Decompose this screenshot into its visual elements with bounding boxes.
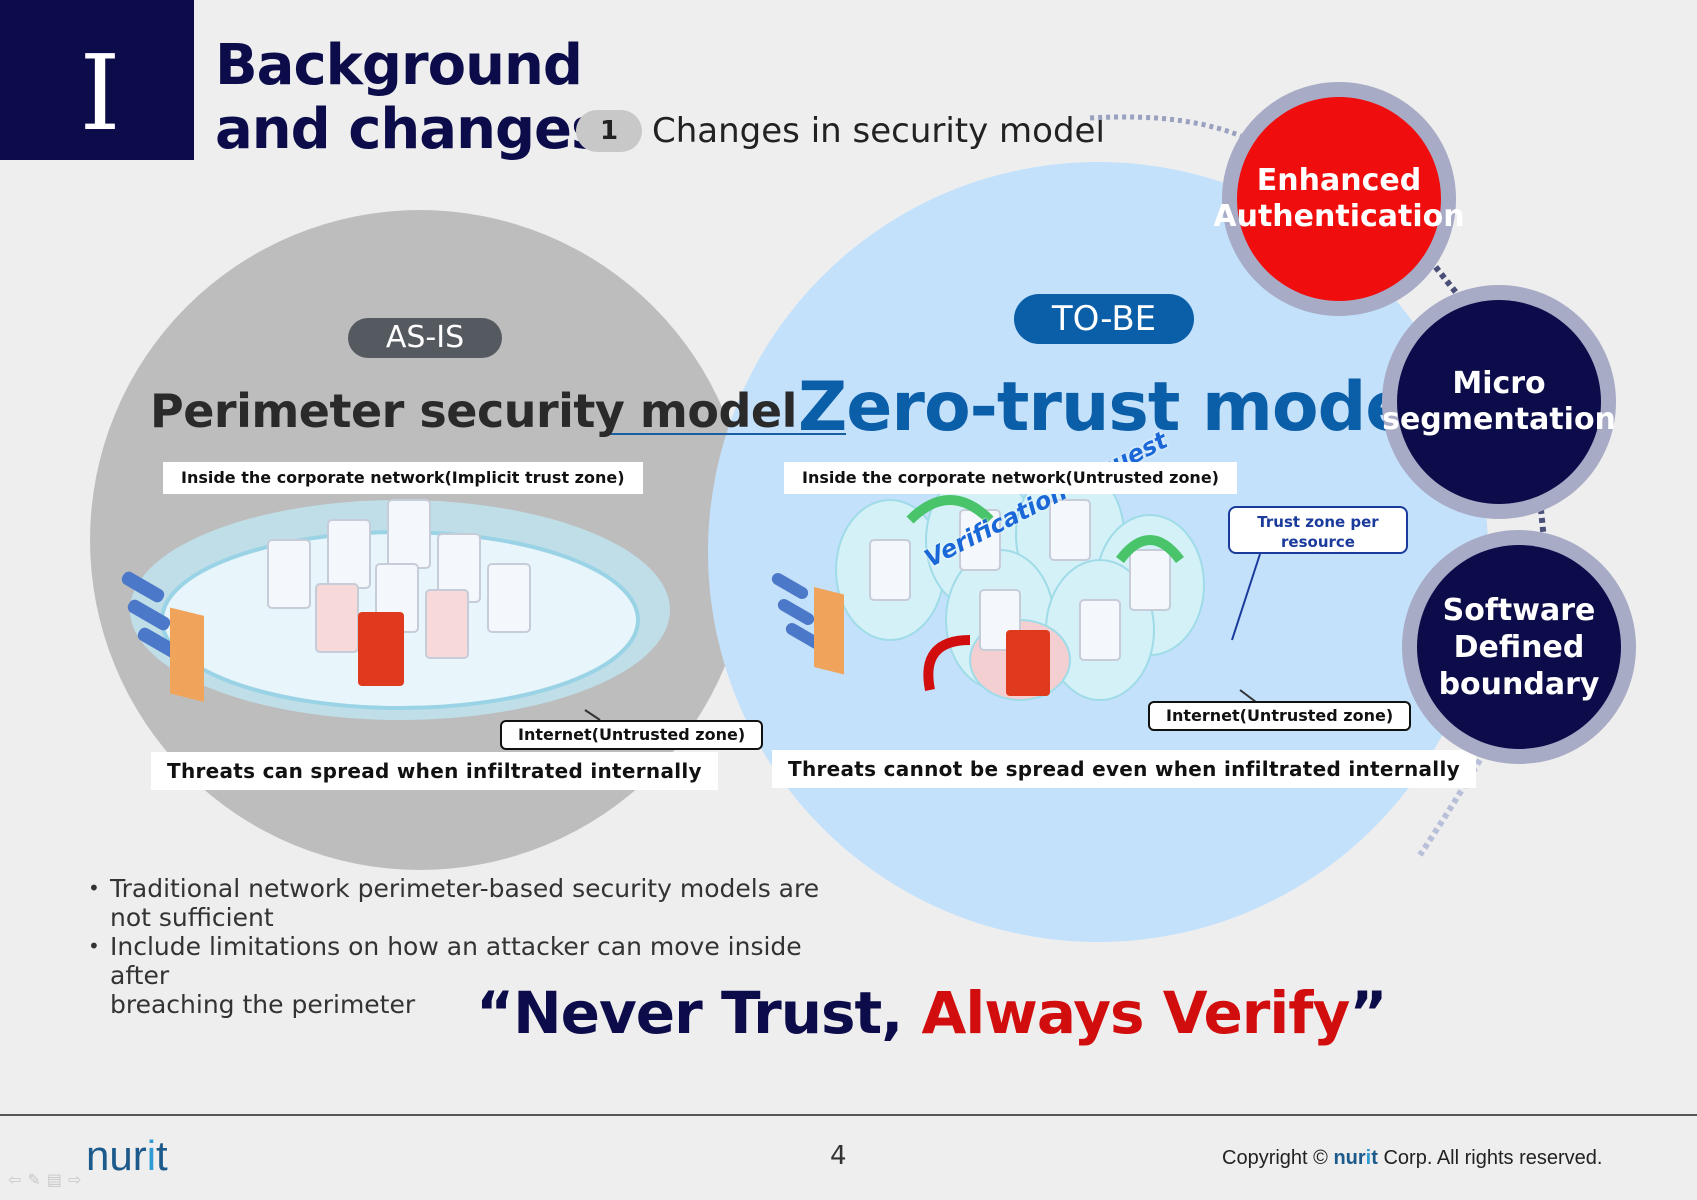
to-be-internet-label: Internet(Untrusted zone)	[1148, 701, 1412, 731]
software-defined-boundary-circle: Software Defined boundary	[1417, 545, 1621, 749]
slogan-part-1: Never Trust,	[513, 979, 922, 1047]
logo-part-3: t	[156, 1132, 168, 1179]
as-is-inside-label: Inside the corporate network(Implicit tr…	[163, 462, 643, 494]
bullet-2-line-2: breaching the perimeter	[110, 990, 416, 1019]
page-title: Background and changes	[215, 33, 604, 162]
pillar-3-line-2: Defined	[1453, 629, 1585, 665]
footer-divider	[0, 1114, 1697, 1116]
to-be-inside-label: Inside the corporate network(Untrusted z…	[784, 462, 1237, 494]
previous-slide-icon[interactable]: ⇦	[8, 1170, 28, 1189]
pen-icon[interactable]: ✎	[27, 1170, 47, 1189]
page-number: 4	[830, 1141, 847, 1171]
to-be-internet-pointer	[1239, 689, 1257, 703]
copyright-brand: nurit	[1333, 1147, 1377, 1169]
section-title: Changes in security model	[652, 111, 1105, 151]
micro-segmentation-circle: Micro segmentation	[1382, 300, 1616, 504]
to-be-tag: TO-BE	[1014, 294, 1194, 344]
dotted-arc-top	[1089, 114, 1252, 143]
to-be-heading: Zero-trust model	[798, 368, 1434, 447]
copyright-prefix: Copyright ©	[1222, 1147, 1328, 1169]
nurit-logo: nurit	[86, 1130, 168, 1182]
title-line-1: Background	[215, 33, 583, 98]
pillar-2-line-1: Micro	[1452, 366, 1546, 401]
enhanced-authentication-circle: Enhanced Authentication	[1213, 97, 1465, 301]
copyright-notice: Copyright © nurit Corp. All rights reser…	[1222, 1146, 1602, 1170]
as-is-tag: AS-IS	[348, 318, 502, 358]
logo-part-1: nur	[86, 1132, 147, 1179]
bullet-item: Include limitations on how an attacker c…	[88, 932, 828, 1019]
to-be-caption: Threats cannot be spread even when infil…	[772, 750, 1476, 788]
slogan: “Never Trust, Always Verify”	[476, 978, 1387, 1048]
bullet-1-line-1: Traditional network perimeter-based secu…	[110, 874, 820, 903]
bullet-1-line-2: not sufficient	[110, 903, 274, 932]
chapter-numeral: I	[79, 32, 121, 154]
pillar-3-line-3: boundary	[1438, 666, 1600, 702]
copyright-brand-part-2: i	[1365, 1147, 1372, 1169]
as-is-heading: Perimeter security model	[150, 384, 797, 438]
bullet-item: Traditional network perimeter-based secu…	[88, 874, 828, 932]
slogan-close-quote: ”	[1349, 979, 1387, 1047]
bullet-list: Traditional network perimeter-based secu…	[88, 874, 828, 1019]
logo-part-2: i	[146, 1132, 157, 1179]
as-is-caption: Threats can spread when infiltrated inte…	[151, 752, 718, 790]
section-number-badge: 1	[576, 110, 642, 152]
dotted-link-2	[1537, 499, 1547, 541]
title-line-2: and changes	[215, 97, 604, 162]
to-be-network-illustration	[771, 480, 1205, 701]
slogan-open-quote: “	[476, 979, 514, 1047]
next-slide-icon[interactable]: ⇨	[67, 1170, 88, 1189]
pillar-1-line-2: Authentication	[1213, 199, 1465, 234]
pillar-1-line-1: Enhanced	[1256, 163, 1422, 198]
slide-nav-controls[interactable]: ⇦✎▤⇨	[8, 1170, 87, 1189]
copyright-suffix: Corp. All rights reserved.	[1383, 1147, 1603, 1169]
menu-icon[interactable]: ▤	[46, 1170, 68, 1189]
trust-zone-pointer	[1231, 553, 1261, 641]
pillar-3-line-1: Software	[1442, 592, 1596, 628]
bullet-2-line-1: Include limitations on how an attacker c…	[110, 932, 802, 990]
copyright-brand-part-1: nur	[1333, 1147, 1366, 1169]
as-is-internet-label: Internet(Untrusted zone)	[500, 720, 764, 750]
copyright-brand-part-3: t	[1371, 1147, 1378, 1169]
chapter-block	[0, 0, 194, 160]
as-is-internet-pointer	[584, 709, 601, 721]
slogan-part-2: Always Verify	[921, 979, 1351, 1047]
pillar-2-line-2: segmentation	[1382, 402, 1616, 437]
trust-zone-label: Trust zone per resource	[1228, 506, 1408, 554]
as-is-network-illustration	[121, 499, 670, 720]
